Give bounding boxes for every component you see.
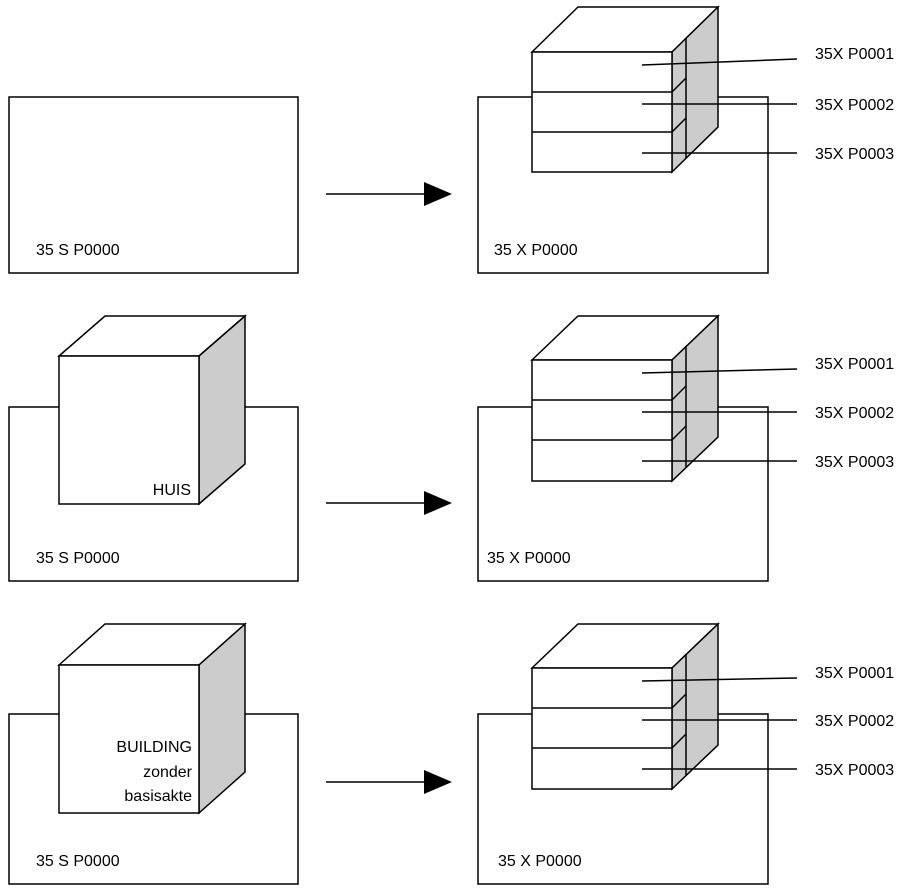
unit-leaders xyxy=(641,677,798,770)
parcel-before-label: 35 S P0000 xyxy=(36,242,120,259)
apartment-cube xyxy=(530,314,720,483)
building-label: HUIS xyxy=(153,482,191,499)
building-label-line-2: zonder xyxy=(143,764,193,781)
parcel-after xyxy=(477,406,769,582)
unit-label-1: 35X P0001 xyxy=(815,665,894,682)
unit-label-3: 35X P0003 xyxy=(815,762,894,779)
apartment-cube xyxy=(530,622,720,791)
parcel-before xyxy=(8,713,299,885)
parcel-after xyxy=(477,96,769,274)
building-cube xyxy=(57,622,247,815)
apartment-cube xyxy=(530,5,720,174)
unit-leaders xyxy=(641,368,798,462)
house-cube xyxy=(56,314,248,506)
parcel-before xyxy=(8,96,299,274)
parcel-after xyxy=(477,713,769,885)
transform-arrow xyxy=(326,770,452,794)
unit-label-3: 35X P0003 xyxy=(815,454,894,471)
parcel-after-label: 35 X P0000 xyxy=(498,853,582,870)
parcel-before xyxy=(8,406,299,582)
transform-arrow xyxy=(326,491,452,515)
transform-arrow xyxy=(326,182,452,206)
unit-label-2: 35X P0002 xyxy=(815,713,894,730)
row-3: BUILDING zonder basisakte 35 S P0000 35 … xyxy=(8,622,894,885)
parcel-before-label: 35 S P0000 xyxy=(36,853,120,870)
row-1: 35 S P0000 35 X P0000 35X P0001 35X P xyxy=(8,5,894,274)
unit-label-1: 35X P0001 xyxy=(815,46,894,63)
row-2: HUIS 35 S P0000 35 X P0000 35X P0001 xyxy=(8,314,894,582)
unit-label-2: 35X P0002 xyxy=(815,97,894,114)
unit-label-1: 35X P0001 xyxy=(815,356,894,373)
unit-label-3: 35X P0003 xyxy=(815,146,894,163)
unit-label-2: 35X P0002 xyxy=(815,405,894,422)
parcel-after-label: 35 X P0000 xyxy=(494,242,578,259)
parcel-after-label: 35 X P0000 xyxy=(487,550,571,567)
building-label-line-1: BUILDING xyxy=(116,739,192,756)
unit-leaders xyxy=(641,58,798,154)
parcel-before-label: 35 S P0000 xyxy=(36,550,120,567)
building-label-line-3: basisakte xyxy=(124,788,192,805)
